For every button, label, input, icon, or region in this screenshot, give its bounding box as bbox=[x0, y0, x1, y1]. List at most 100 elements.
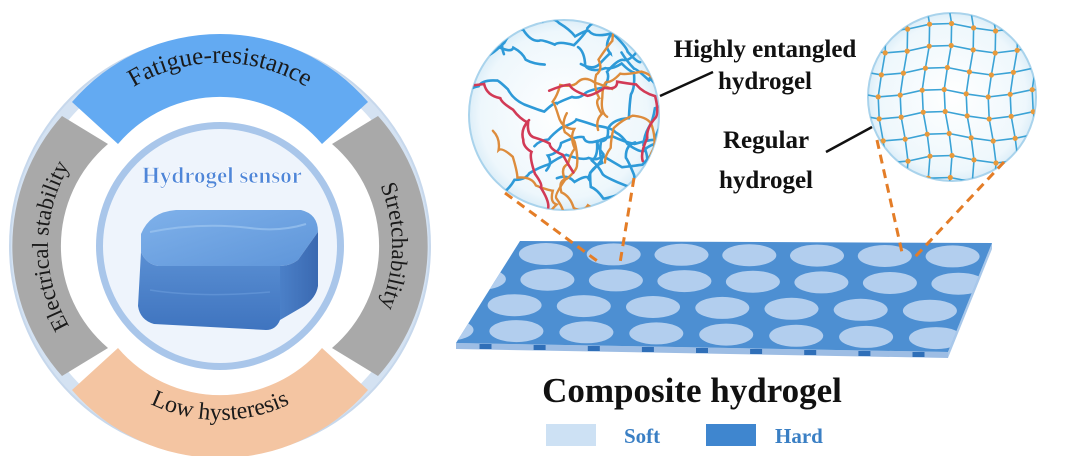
callout-entangled-line2: hydrogel bbox=[718, 68, 812, 95]
crosslink-node bbox=[989, 6, 994, 11]
soft-domain bbox=[456, 268, 506, 291]
crosslink-node bbox=[922, 65, 929, 71]
leader-entangled bbox=[659, 70, 714, 98]
network-strand bbox=[856, 5, 864, 225]
crosslink-node bbox=[905, 26, 911, 32]
crosslink-node bbox=[1012, 135, 1018, 141]
crosslink-node bbox=[879, 6, 884, 11]
soft-domain bbox=[456, 319, 474, 341]
crosslink-node bbox=[963, 91, 969, 97]
crosslink-node bbox=[990, 138, 996, 144]
crosslink-node bbox=[1057, 131, 1062, 136]
crosslink-node bbox=[1034, 131, 1036, 137]
crosslink-node bbox=[900, 203, 905, 208]
crosslink-node bbox=[963, 223, 968, 228]
crosslink-node bbox=[853, 222, 858, 227]
soft-domain bbox=[588, 269, 643, 292]
crosslink-node bbox=[1013, 179, 1019, 181]
crosslink-node bbox=[986, 116, 992, 122]
crosslink-node bbox=[860, 178, 865, 183]
crosslink-node bbox=[941, 86, 947, 93]
crosslink-node bbox=[1054, 197, 1059, 202]
soft-domain bbox=[520, 268, 575, 291]
composite-title: Composite hydrogel bbox=[542, 371, 842, 410]
network-strand bbox=[860, 2, 1080, 10]
soft-domain bbox=[626, 296, 680, 318]
crosslink-node bbox=[919, 220, 924, 225]
crosslink-node bbox=[1032, 65, 1036, 71]
soft-domain bbox=[833, 298, 888, 321]
soft-domain bbox=[629, 322, 684, 345]
soft-domain bbox=[586, 243, 641, 266]
soft-domain bbox=[559, 321, 614, 344]
soft-domain bbox=[489, 320, 544, 343]
polymer-chain bbox=[469, 49, 640, 114]
hard-edge-mark bbox=[641, 347, 654, 352]
soft-domain bbox=[794, 271, 849, 294]
crosslink-node bbox=[883, 28, 889, 34]
polymer-chain bbox=[620, 51, 659, 101]
crosslink-node bbox=[985, 226, 990, 231]
dash-regular-right bbox=[913, 160, 1006, 259]
crosslink-node bbox=[1051, 219, 1056, 224]
network-strand bbox=[856, 222, 1076, 230]
polymer-chain bbox=[491, 129, 560, 210]
crosslink-node bbox=[971, 25, 977, 31]
entangled-zoom bbox=[468, 19, 660, 211]
crosslink-node bbox=[988, 72, 995, 78]
polymer-chain bbox=[547, 80, 659, 163]
hard-edge-mark bbox=[533, 345, 546, 350]
crosslink-node bbox=[1035, 175, 1036, 181]
soft-domain bbox=[556, 295, 611, 318]
hard-edge-mark bbox=[912, 352, 925, 357]
polymer-chain bbox=[579, 20, 645, 69]
crosslink-node bbox=[944, 64, 951, 71]
crosslink-node bbox=[948, 42, 954, 49]
hard-edge-mark bbox=[696, 348, 708, 353]
crosslink-node bbox=[882, 50, 888, 56]
network-strand bbox=[1054, 2, 1062, 222]
soft-domain bbox=[790, 244, 844, 267]
crosslink-node bbox=[1053, 109, 1058, 114]
soft-domain bbox=[857, 245, 912, 267]
dash-regular-left bbox=[875, 139, 905, 258]
regular-zoom bbox=[853, 0, 1080, 231]
soft-domain bbox=[769, 324, 824, 347]
crosslink-node bbox=[1076, 202, 1080, 207]
ring-segment-right bbox=[332, 116, 428, 376]
ring-segment-bottom bbox=[72, 348, 368, 456]
soft-domain bbox=[487, 294, 542, 317]
soft-domain bbox=[695, 296, 750, 319]
soft-domain bbox=[654, 243, 709, 266]
hard-edge-mark bbox=[479, 344, 492, 349]
crosslink-node bbox=[1029, 87, 1035, 93]
polymer-chain bbox=[559, 112, 646, 210]
crosslink-node bbox=[993, 28, 999, 34]
crosslink-node bbox=[992, 50, 998, 56]
hard-edge-mark bbox=[858, 351, 871, 356]
crosslink-node bbox=[898, 114, 904, 120]
crosslink-node bbox=[1007, 224, 1012, 229]
crosslink-node bbox=[1055, 65, 1060, 70]
crosslink-node bbox=[949, 152, 955, 159]
soft-domain bbox=[902, 299, 957, 322]
network-strand bbox=[1076, 7, 1080, 227]
soft-domain bbox=[764, 297, 819, 320]
crosslink-node bbox=[971, 157, 977, 163]
crosslink-node bbox=[855, 112, 860, 117]
polymer-chain bbox=[533, 73, 659, 153]
sheet-side-edge bbox=[948, 243, 992, 358]
crosslink-node bbox=[942, 108, 948, 115]
crosslink-node bbox=[903, 180, 909, 181]
crosslink-node bbox=[923, 0, 928, 5]
crosslink-node bbox=[927, 153, 933, 159]
block-top-face bbox=[141, 210, 318, 266]
soft-domain bbox=[909, 327, 963, 350]
hard-edge-marks bbox=[479, 344, 925, 357]
crosslink-node bbox=[964, 113, 970, 119]
soft-domain bbox=[931, 272, 986, 295]
crosslink-node bbox=[876, 116, 882, 122]
crosslink-node bbox=[875, 226, 880, 231]
